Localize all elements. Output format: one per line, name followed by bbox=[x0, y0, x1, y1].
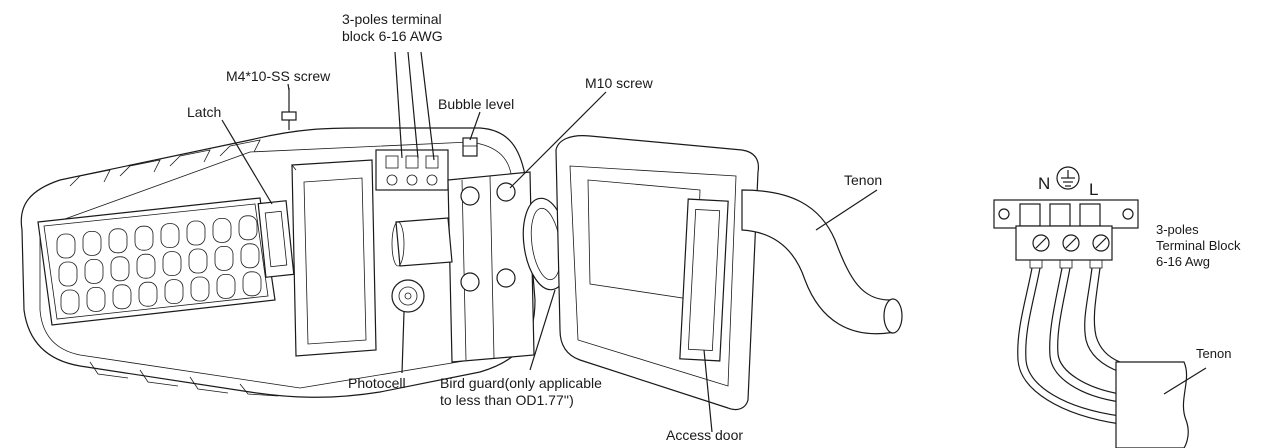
label-m10-screw: M10 screw bbox=[585, 75, 653, 91]
label-bubble-level: Bubble level bbox=[438, 96, 515, 112]
led-cells bbox=[56, 215, 262, 315]
led-lens-cell bbox=[138, 281, 158, 307]
label-detail-tenon: Tenon bbox=[1196, 346, 1232, 361]
latch-part bbox=[257, 200, 295, 278]
label-tenon: Tenon bbox=[844, 172, 883, 188]
access-door-part bbox=[555, 135, 760, 411]
mounting-bracket bbox=[447, 171, 535, 363]
led-lens-cell bbox=[58, 261, 78, 287]
label-access-door: Access door bbox=[666, 427, 744, 443]
led-lens-cell bbox=[136, 253, 156, 279]
label-line: L bbox=[1089, 180, 1099, 199]
led-lens-cell bbox=[214, 245, 234, 271]
led-lens-cell bbox=[56, 233, 76, 259]
leader-lines bbox=[221, 51, 878, 433]
led-lens-cell bbox=[188, 248, 208, 274]
led-lens-cell bbox=[240, 243, 260, 269]
led-lens-cell bbox=[190, 276, 210, 302]
tenon-pipe bbox=[741, 189, 903, 335]
ground-symbol-icon bbox=[1056, 166, 1080, 190]
led-lens-cell bbox=[216, 273, 236, 299]
label-latch: Latch bbox=[187, 104, 222, 120]
led-lens-cell bbox=[84, 258, 104, 284]
led-lens-cell bbox=[238, 215, 258, 241]
led-lens-cell bbox=[242, 271, 262, 297]
label-m4-screw: M4*10-SS screw bbox=[226, 68, 331, 84]
led-lens-cell bbox=[160, 223, 180, 249]
led-lens-cell bbox=[108, 228, 128, 254]
label-neutral: N bbox=[1038, 174, 1051, 193]
label-photocell: Photocell bbox=[348, 375, 406, 391]
led-lens-cell bbox=[134, 225, 154, 251]
label-terminal-block: 3-poles terminal block 6-16 AWG bbox=[342, 11, 443, 44]
led-lens-cell bbox=[82, 230, 102, 256]
label-bird-guard: Bird guard(only applicable to less than … bbox=[440, 375, 602, 408]
led-lens-cell bbox=[186, 220, 206, 246]
led-array bbox=[37, 197, 276, 326]
bubble-level-part bbox=[462, 137, 478, 157]
led-lens-cell bbox=[110, 256, 130, 282]
terminal-detail bbox=[993, 166, 1207, 448]
m4-screw-part bbox=[281, 88, 297, 130]
terminal-block-part bbox=[375, 149, 449, 191]
led-lens-cell bbox=[162, 251, 182, 277]
led-lens-cell bbox=[86, 286, 106, 312]
led-lens-cell bbox=[112, 284, 132, 310]
led-lens-cell bbox=[164, 279, 184, 305]
photocell-part bbox=[391, 279, 425, 313]
led-lens-cell bbox=[60, 289, 80, 315]
driver-box bbox=[291, 159, 377, 357]
label-detail-terminal-block: 3-poles Terminal Block 6-16 Awg bbox=[1156, 222, 1241, 269]
led-lens-cell bbox=[212, 217, 232, 243]
inner-tube bbox=[391, 217, 453, 267]
